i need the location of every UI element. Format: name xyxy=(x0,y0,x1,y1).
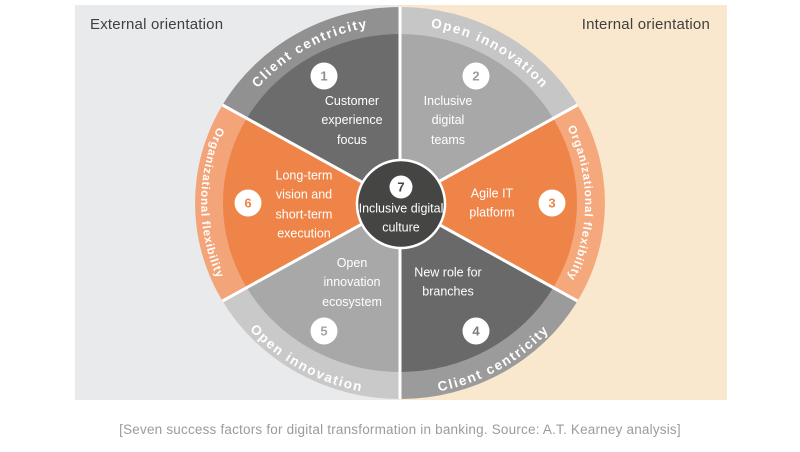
center-hub-label: Inclusive digital culture xyxy=(358,201,444,234)
wedge-3-number-badge: 3 xyxy=(538,189,566,217)
wedge-4-number-badge: 4 xyxy=(462,317,490,345)
wedge-1-customer-experience xyxy=(246,34,400,203)
wedge-1-number-badge: 1 xyxy=(310,62,338,90)
external-orientation-label: External orientation xyxy=(90,16,224,33)
figure-caption: [Seven success factors for digital trans… xyxy=(119,422,681,437)
wedge-2-label: Inclusive digital teams xyxy=(423,93,473,147)
internal-orientation-label: Internal orientation xyxy=(581,16,710,33)
wedge-4-new-role-branches xyxy=(400,203,554,372)
wedge-2-inclusive-teams xyxy=(400,34,554,203)
wedge-5-label: Open innovation ecosystem xyxy=(322,255,382,309)
wedge-1-label: Customer experience focus xyxy=(321,93,383,147)
wedge-3-agile-it xyxy=(400,118,578,288)
center-hub-circle xyxy=(355,158,447,250)
wedge-6-number-badge: 6 xyxy=(234,189,262,217)
wedge-5-number-badge: 5 xyxy=(310,317,338,345)
wedge-5-open-ecosystem xyxy=(246,203,400,372)
wedge-6-long-term-vision xyxy=(222,118,400,288)
wedge-6-label: Long-term vision and short-term executio… xyxy=(275,168,333,241)
wedge-2-number-badge: 2 xyxy=(462,62,490,90)
center-number-badge: 7 xyxy=(389,175,413,199)
wedge-4-label: New role for branches xyxy=(414,265,482,299)
wedge-3-label: Agile IT platform xyxy=(469,186,515,220)
